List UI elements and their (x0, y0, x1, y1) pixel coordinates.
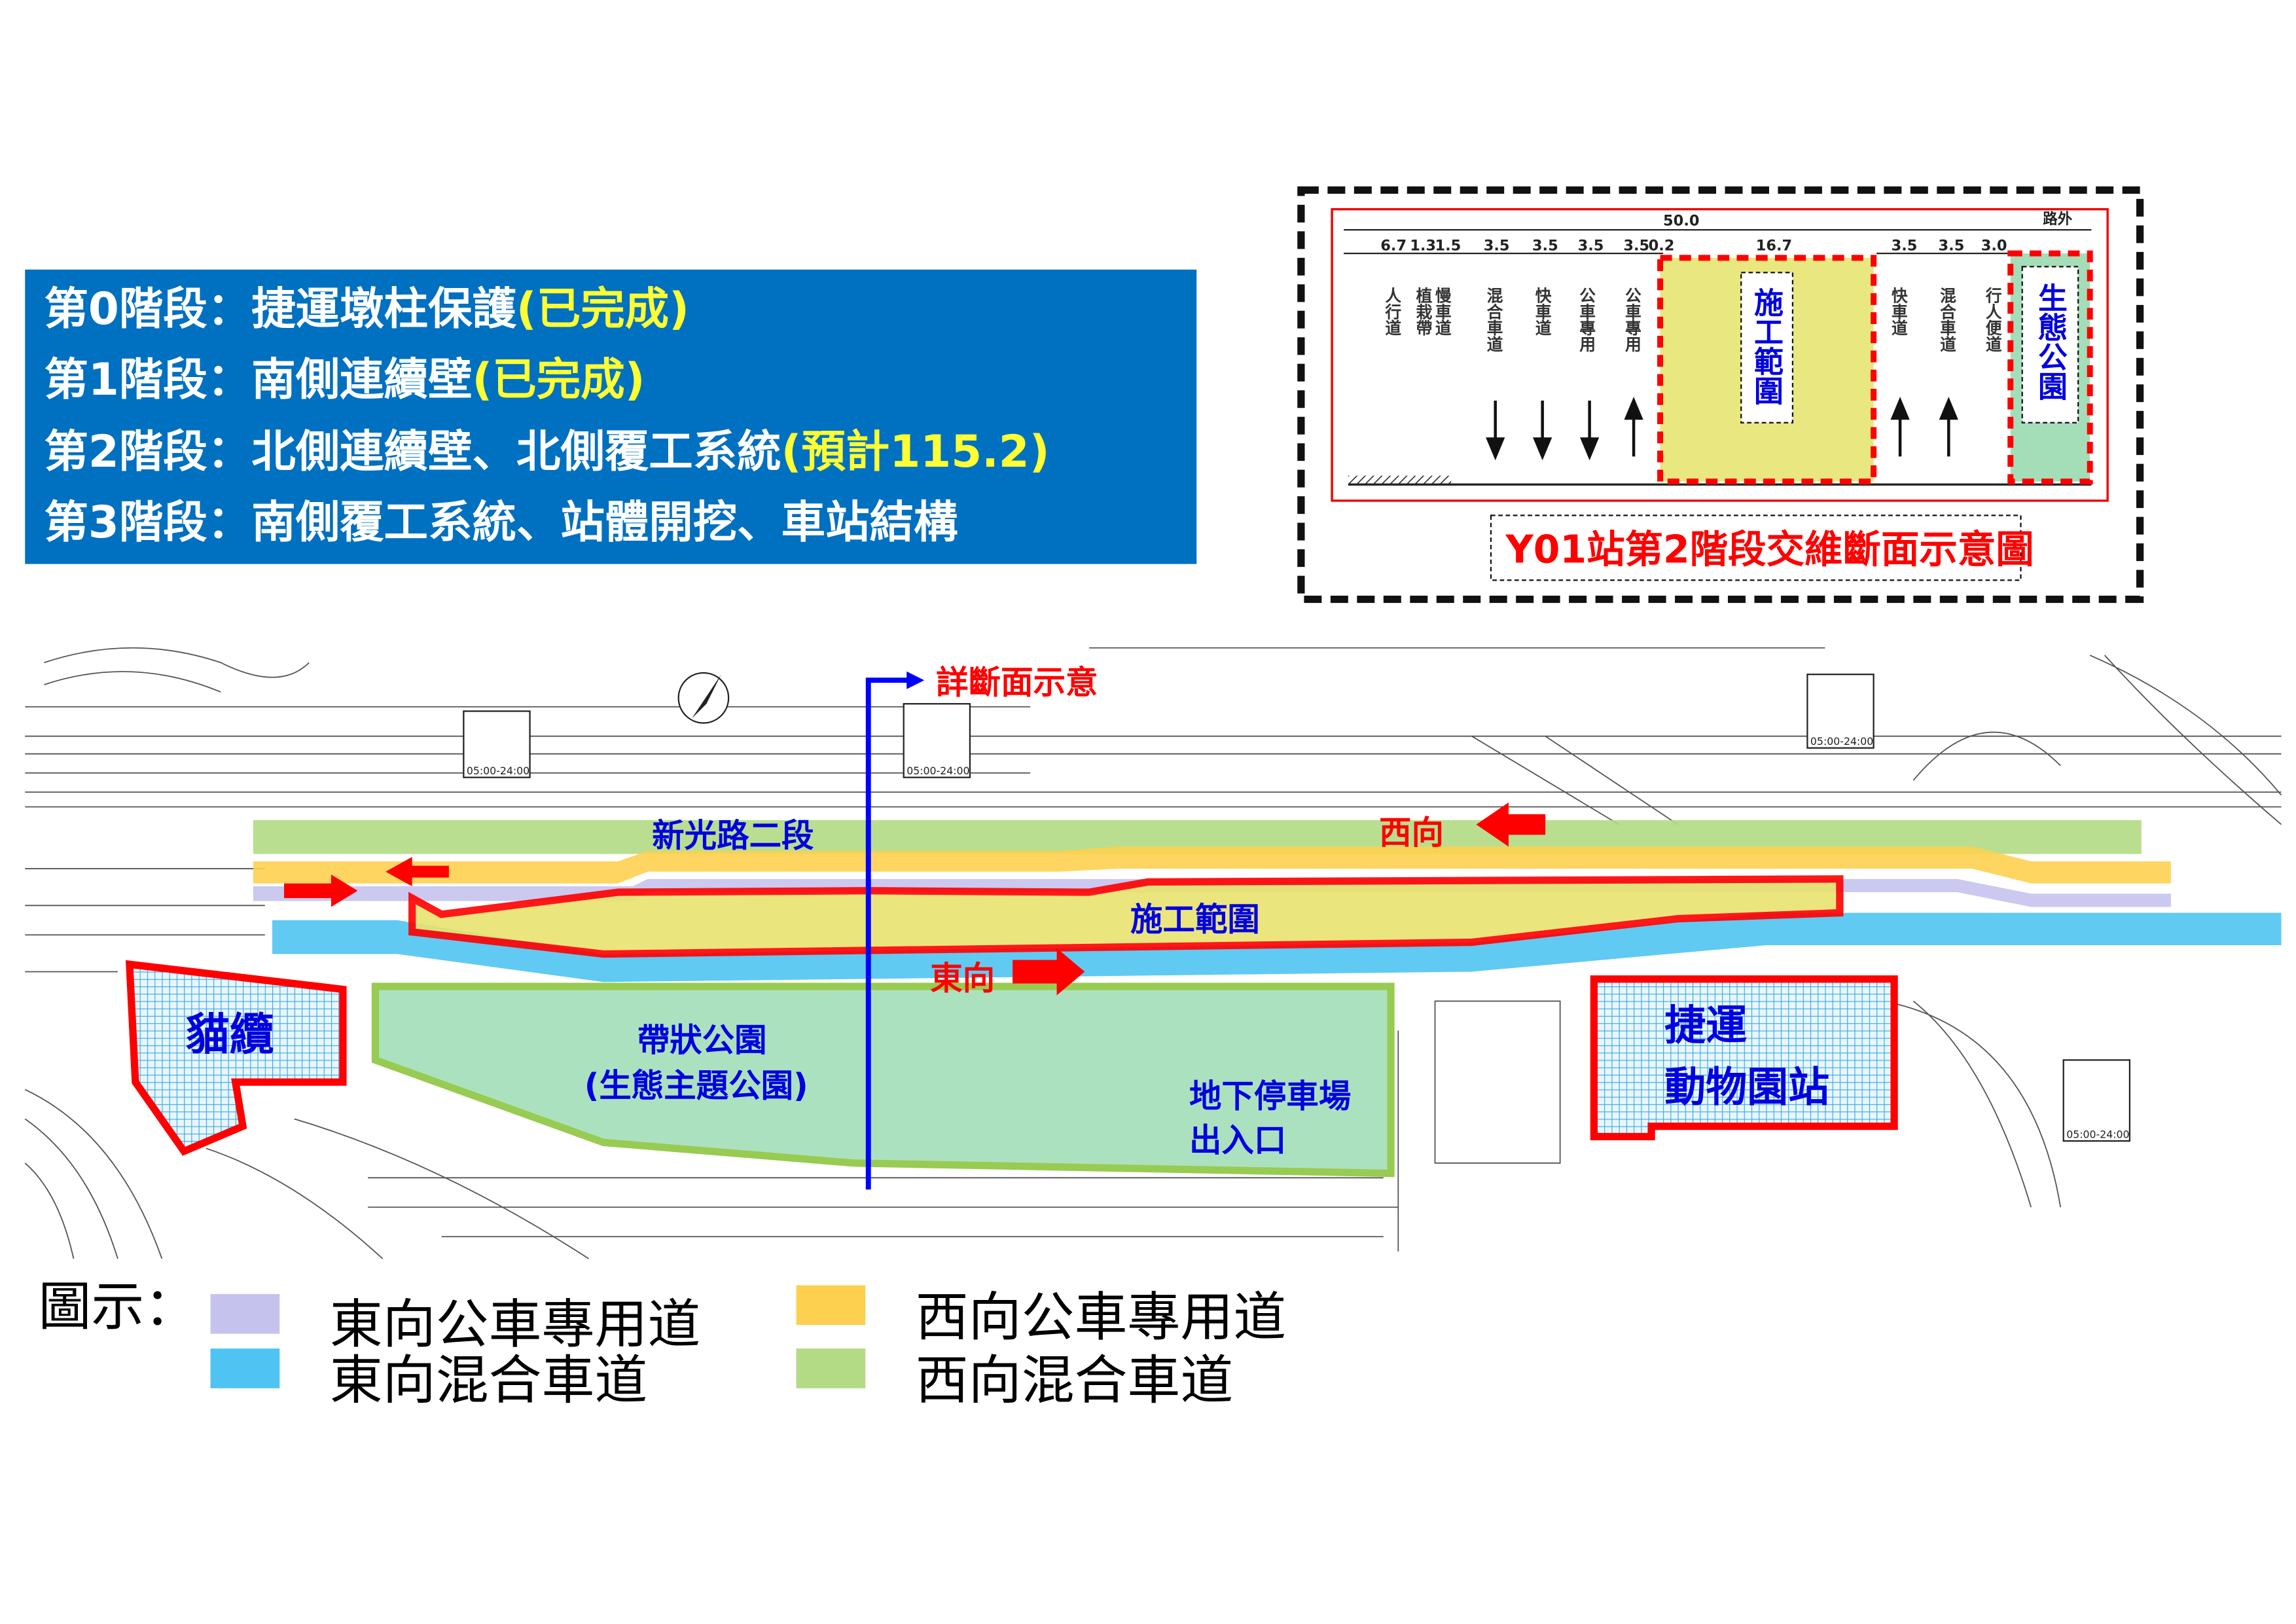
dim: 1.3 (1410, 238, 1436, 255)
lane-label: 植栽帶 (1414, 287, 1433, 336)
gondola-area (125, 960, 347, 1156)
lane-label: 混合車道 (1938, 287, 1957, 352)
westbound-label: 西向 (1379, 814, 1444, 852)
legend-swatch-westbound-bus (796, 1285, 866, 1326)
cross-section-title: Y01站第2階段交維斷面示意圖 (1505, 527, 2034, 571)
station-label-1: 捷運 (1664, 1001, 1747, 1049)
construction-area (408, 875, 1844, 958)
total-width: 50.0 (1663, 212, 1699, 229)
north-arrow-icon (677, 672, 730, 724)
legend-label: 西向混合車道 (916, 1350, 1234, 1412)
dim: 3.0 (1981, 238, 2007, 255)
legend-swatch-eastbound-mixed (210, 1348, 280, 1388)
westbound-arrow-icon (386, 857, 449, 887)
cross-section-title-box (1490, 514, 2022, 581)
road-name: 新光路二段 (652, 816, 814, 854)
station-label-2: 動物園站 (1664, 1063, 1829, 1111)
lane-label: 公車專用 (1577, 287, 1596, 353)
westbound-mixed-lane (253, 820, 2142, 854)
legend-swatch-eastbound-bus (210, 1293, 280, 1334)
lane-label: 人行道 (1383, 287, 1402, 336)
westbound-bus-lane (253, 846, 2171, 884)
dim: 3.5 (1892, 238, 1918, 255)
svg-text:05:00-24:00: 05:00-24:00 (906, 765, 969, 777)
dim: 16.7 (1756, 238, 1792, 255)
linear-park (371, 983, 1395, 1178)
svg-text:05:00-24:00: 05:00-24:00 (467, 765, 529, 777)
legend-label: 西向公車專用道 (916, 1287, 1287, 1348)
right-dim: 路外 (2043, 210, 2072, 228)
svg-text:05:00-24:00: 05:00-24:00 (1810, 735, 1873, 748)
section-line (865, 677, 910, 1190)
lane-label: 行人便道 (1983, 287, 2002, 352)
legend-label: 東向混合車道 (330, 1350, 648, 1412)
eco-park-label-box (2021, 266, 2079, 424)
dim: 3.5 (1623, 238, 1649, 255)
legend-label: 東向公車專用道 (330, 1294, 701, 1356)
dim: 1.5 (1435, 238, 1462, 255)
construction-label-box (1740, 272, 1794, 424)
construction-label: 施工範圍 (1749, 287, 1784, 405)
construction-label: 施工範圍 (1130, 901, 1260, 939)
site-plan: 05:00-24:00 05:00-24:00 05:00-24:00 05:0… (24, 647, 2286, 1259)
phase-0: 第0階段：捷運墩柱保護(已完成) (44, 283, 689, 334)
westbound-arrow-icon (1476, 802, 1546, 847)
legend-swatch-westbound-mixed (796, 1348, 866, 1388)
gondola-label: 貓纜 (185, 1009, 274, 1060)
phase-panel-bg (25, 269, 1197, 564)
dim: 3.5 (1578, 238, 1604, 255)
phase-3: 第3階段：南側覆工系統、站體開挖、車站結構 (44, 496, 958, 548)
eastbound-arrow-icon (1013, 948, 1085, 996)
lane-label: 公車專用 (1623, 287, 1641, 353)
park-label: 帶狀公園 (637, 1021, 767, 1059)
legend-title: 圖示： (38, 1276, 197, 1338)
section-marker-label: 詳斷面示意 (936, 663, 1098, 701)
dim: 3.5 (1532, 238, 1558, 255)
svg-text:05:00-24:00: 05:00-24:00 (2066, 1128, 2129, 1141)
sidewalk-hatch (1348, 475, 1452, 485)
eco-park-label: 生態公園 (2033, 283, 2068, 401)
dim: 3.5 (1484, 238, 1510, 255)
legend: 圖示： 東向公車專用道 東向混合車道 西向公車專用道 西向混合車道 (38, 1276, 1286, 1411)
mrt-station-area (1590, 975, 1898, 1140)
lane-label: 混合車道 (1484, 287, 1503, 352)
park-sublabel: (生態主題公園) (584, 1067, 808, 1105)
parking-label: 地下停車場 (1189, 1077, 1351, 1115)
lane-direction-arrows (1486, 397, 1958, 461)
phase-2: 第2階段：北側連續壁、北側覆工系統(預計115.2) (44, 425, 1049, 477)
bus-sign: 05:00-24:00 05:00-24:00 05:00-24:00 05:0… (463, 674, 2131, 1142)
phase-panel: 第0階段：捷運墩柱保護(已完成) 第1階段：南側連續壁(已完成) 第2階段：北側… (25, 269, 1197, 564)
lane-label: 快車道 (1889, 287, 1908, 336)
dim: 3.5 (1939, 238, 1965, 255)
eastbound-arrow-icon (284, 875, 358, 907)
phase-1: 第1階段：南側連續壁(已完成) (44, 353, 645, 405)
lane-label: 快車道 (1533, 287, 1552, 336)
dim: 0.2 (1649, 238, 1675, 255)
parking-sublabel: 出入口 (1189, 1121, 1286, 1159)
dim: 6.7 (1380, 238, 1407, 255)
section-arrow-icon (906, 671, 925, 689)
eastbound-label: 東向 (930, 959, 995, 997)
cross-section-panel: 50.0 路外 6.7 1.3 1.5 3.5 3.5 3.5 3.5 0.2 … (1297, 186, 2144, 604)
lane-label: 慢車道 (1433, 287, 1452, 336)
